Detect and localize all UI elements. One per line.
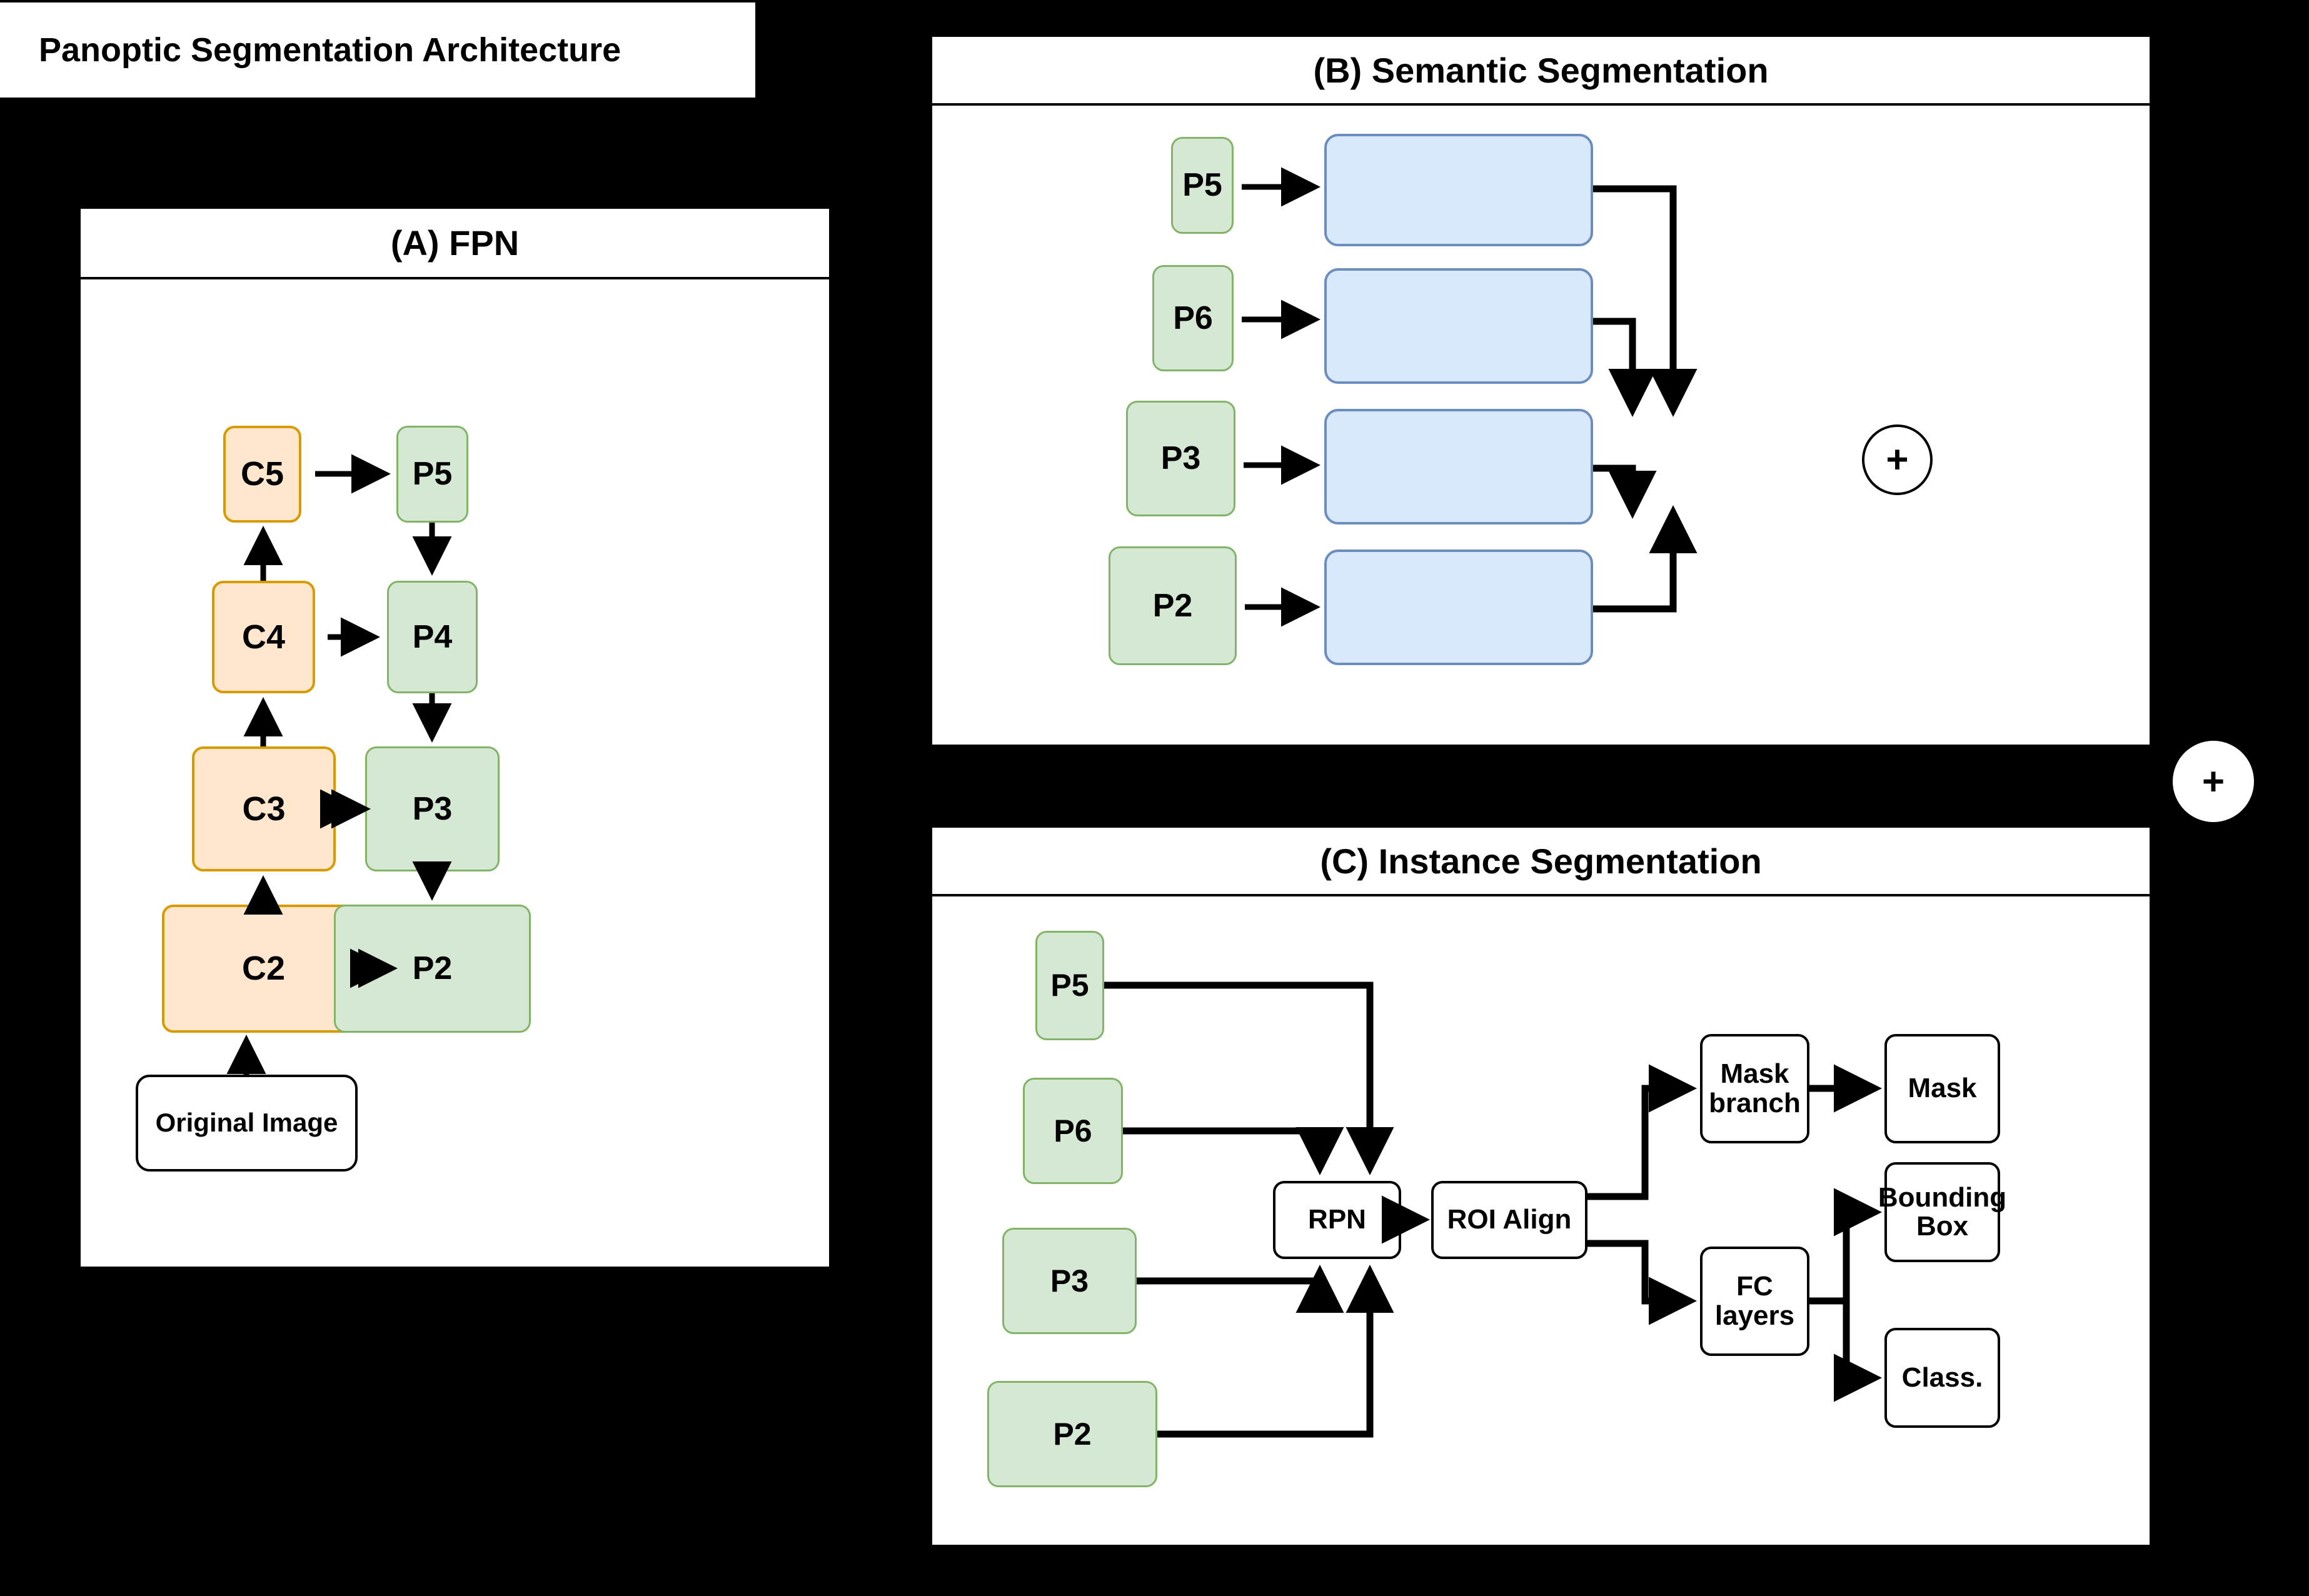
panel-fpn-title-bar: (A) FPN <box>81 209 829 279</box>
inst-rpn-label: RPN <box>1308 1204 1366 1235</box>
inst-roi-align[interactable]: ROI Align <box>1431 1181 1587 1259</box>
inst-mask-output[interactable]: Mask <box>1884 1034 2000 1143</box>
fpn-node-p5-label: P5 <box>412 456 453 493</box>
sem-branch-3[interactable] <box>1324 550 1593 665</box>
sem-input-p2-label: P2 <box>1152 587 1193 624</box>
panel-instance: (C) Instance Segmentation P5 P6 P3 P2 RP… <box>930 825 2152 1547</box>
fpn-node-p5[interactable]: P5 <box>396 426 468 523</box>
fpn-node-p3[interactable]: P3 <box>365 746 500 871</box>
panel-instance-title: (C) Instance Segmentation <box>1320 841 1762 881</box>
fpn-node-c5-label: C5 <box>240 455 284 493</box>
edge-branch1-sum <box>1593 318 1657 417</box>
sem-sum-node[interactable]: + <box>1862 424 1933 495</box>
inst-input-p5[interactable]: P5 <box>1035 931 1104 1040</box>
panel-semantic-title-bar: (B) Semantic Segmentation <box>932 37 2150 106</box>
edge-branch0-sum <box>1593 185 1698 417</box>
sem-input-p2[interactable]: P2 <box>1109 546 1237 665</box>
inst-mask-branch[interactable]: Mask branch <box>1700 1034 1809 1143</box>
inst-input-p6-label: P6 <box>1054 1113 1092 1148</box>
sem-input-p6-label: P6 <box>1173 299 1213 336</box>
fpn-node-c4[interactable]: C4 <box>212 581 315 693</box>
inst-mask-branch-label: Mask branch <box>1709 1058 1801 1118</box>
fpn-node-original-image-label: Original Image <box>155 1108 338 1138</box>
fpn-node-p3-label: P3 <box>412 790 453 827</box>
inst-input-p2-label: P2 <box>1053 1416 1092 1452</box>
panel-semantic-title: (B) Semantic Segmentation <box>1313 50 1769 90</box>
inst-input-p6[interactable]: P6 <box>1023 1078 1123 1184</box>
sem-branch-0[interactable] <box>1324 134 1593 246</box>
fpn-node-p4[interactable]: P4 <box>387 581 478 693</box>
edge-instp6-rpn <box>1123 1127 1344 1175</box>
panel-fpn: (A) FPN C5 C4 C3 C2 Original Image P5 P4… <box>78 206 832 1269</box>
edge-branch2-sum <box>1593 464 1657 519</box>
sem-sum-label: + <box>1886 438 1909 481</box>
edge-fclayers-bbox <box>1809 1188 1882 1305</box>
panel-fpn-title: (A) FPN <box>390 223 520 263</box>
edge-instp3-rpn <box>1137 1265 1344 1313</box>
page-title-box: Panoptic Segmentation Architecture <box>0 3 755 98</box>
edge-roi-fclayers <box>1587 1240 1697 1325</box>
fpn-node-c5[interactable]: C5 <box>223 426 301 523</box>
fpn-node-c3-label: C3 <box>242 790 286 828</box>
sem-input-p3[interactable]: P3 <box>1126 401 1235 516</box>
sem-input-p6[interactable]: P6 <box>1152 265 1234 371</box>
fpn-node-p2[interactable]: P2 <box>334 905 531 1033</box>
inst-bounding-box[interactable]: Bounding Box <box>1878 1162 2006 1262</box>
panel-semantic: (B) Semantic Segmentation P5 P6 P3 P2 + <box>930 34 2152 747</box>
inst-roi-align-label: ROI Align <box>1447 1204 1572 1235</box>
fpn-node-p2-label: P2 <box>412 950 453 987</box>
inst-input-p3-label: P3 <box>1050 1263 1089 1298</box>
sem-input-p5[interactable]: P5 <box>1171 137 1234 234</box>
panel-instance-title-bar: (C) Instance Segmentation <box>932 828 2150 896</box>
fpn-node-p4-label: P4 <box>412 618 453 655</box>
inst-mask-output-label: Mask <box>1908 1073 1977 1104</box>
global-sum-node[interactable]: + <box>2173 741 2254 822</box>
edge-fclayers-class <box>1809 1297 1882 1402</box>
edge-instp2-rpn <box>1157 1265 1394 1438</box>
fpn-node-c3[interactable]: C3 <box>192 746 336 871</box>
edge-branch3-sum <box>1593 505 1698 613</box>
inst-fc-layers-label: FC layers <box>1714 1271 1795 1331</box>
inst-input-p5-label: P5 <box>1050 968 1089 1003</box>
sem-input-p3-label: P3 <box>1160 440 1201 477</box>
inst-classification[interactable]: Class. <box>1884 1328 2000 1428</box>
inst-fc-layers[interactable]: FC layers <box>1700 1247 1809 1356</box>
inst-bounding-box-label: Bounding Box <box>1878 1182 2007 1242</box>
page-title: Panoptic Segmentation Architecture <box>39 31 621 69</box>
inst-input-p2[interactable]: P2 <box>987 1381 1157 1487</box>
edge-instp5-rpn <box>1104 981 1394 1175</box>
sem-input-p5-label: P5 <box>1182 167 1222 204</box>
sem-branch-1[interactable] <box>1324 268 1593 384</box>
inst-rpn[interactable]: RPN <box>1273 1181 1401 1259</box>
global-sum-label: + <box>2201 760 2225 803</box>
fpn-node-c2-label: C2 <box>241 950 286 988</box>
edge-roi-maskbranch <box>1587 1064 1697 1200</box>
fpn-node-original-image[interactable]: Original Image <box>136 1075 358 1172</box>
inst-classification-label: Class. <box>1901 1362 1983 1393</box>
inst-input-p3[interactable]: P3 <box>1002 1228 1137 1334</box>
fpn-node-c4-label: C4 <box>241 618 286 656</box>
sem-branch-2[interactable] <box>1324 409 1593 524</box>
